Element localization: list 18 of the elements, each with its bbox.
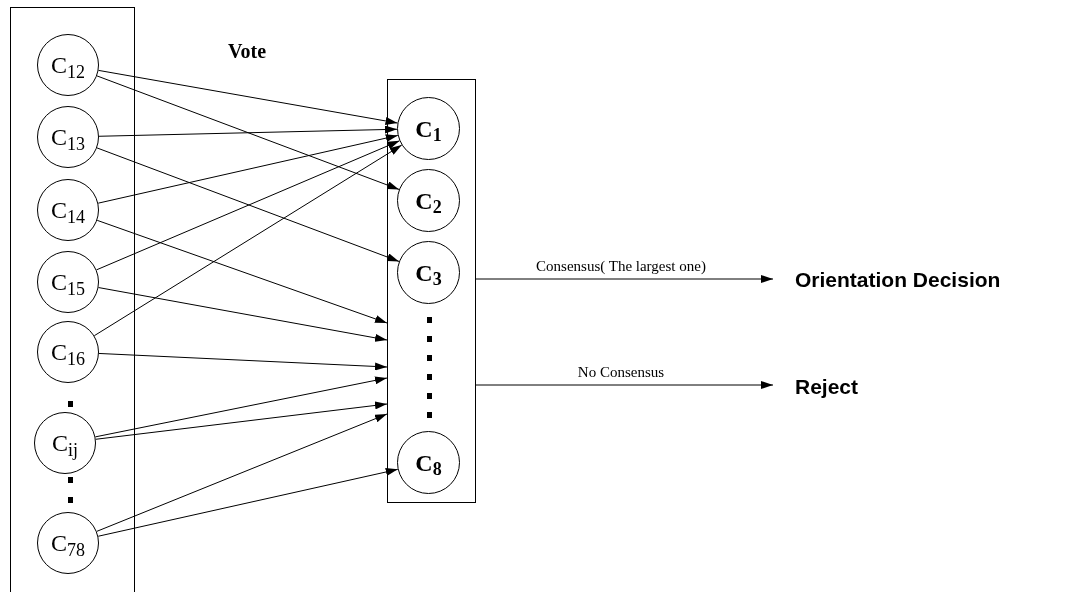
arrow: [475, 275, 774, 283]
arrow: [98, 69, 398, 125]
arrow: [93, 144, 403, 337]
arrow: [96, 413, 388, 532]
arrow: [98, 287, 388, 342]
arrow: [95, 401, 388, 440]
arrow: [94, 376, 388, 438]
arrow: [97, 134, 399, 204]
arrow: [475, 381, 774, 389]
arrow: [97, 468, 399, 537]
group-box: [10, 7, 135, 592]
decision-label: Reject: [795, 373, 859, 401]
arrow: [98, 352, 388, 371]
group-box: [387, 79, 476, 503]
arrow: [98, 125, 398, 137]
title-label: Vote: [228, 39, 267, 64]
edge-label: Consensus( The largest one): [536, 257, 706, 275]
decision-label: Orientation Decision: [795, 266, 1001, 294]
